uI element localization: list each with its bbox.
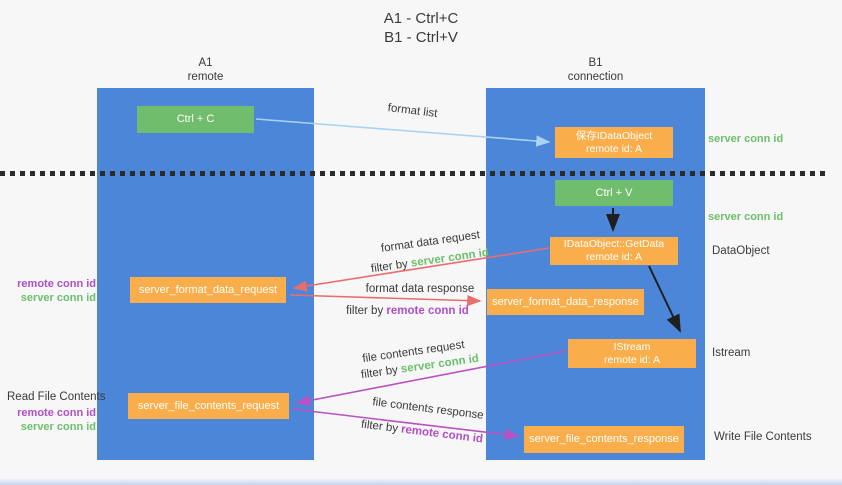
label-filter-by-1: filter by — [370, 257, 412, 276]
label-server-conn-id-left-top: server conn id — [20, 292, 96, 304]
node-ctrl-v: Ctrl + V — [555, 180, 673, 206]
lane-b1-name: B1 — [588, 57, 603, 69]
label-istream: Istream — [712, 347, 751, 359]
label-server-conn-id-left-bottom: server conn id — [20, 421, 96, 433]
node-ctrl-v-label: Ctrl + V — [595, 186, 633, 199]
node-idataobject-getdata-line2: remote id: A — [585, 251, 643, 263]
node-server-file-contents-response: server_file_contents_response — [524, 426, 684, 453]
lane-header-a1: A1 remote — [97, 57, 314, 84]
label-remote-conn-id-filter-1: remote conn id — [386, 305, 469, 317]
node-idataobject-getdata: IDataObject::GetData remote id: A — [550, 237, 678, 265]
label-file-contents-response-filter: filter by remote conn id — [352, 418, 492, 447]
label-write-file-contents: Write File Contents — [714, 431, 812, 443]
node-server-file-contents-request-label: server_file_contents_request — [137, 399, 280, 412]
label-filter-by-2: filter by — [346, 305, 387, 317]
node-istream: IStream remote id: A — [568, 339, 696, 368]
network-boundary-dotted-line — [0, 171, 830, 176]
label-group-conn-ids-bottom: remote conn id server conn id — [0, 406, 96, 434]
node-server-file-contents-request: server_file_contents_request — [128, 393, 289, 419]
node-server-format-data-response-label: server_format_data_response — [492, 295, 639, 308]
label-filter-by-3: filter by — [360, 363, 402, 382]
node-server-format-data-request: server_format_data_request — [130, 277, 286, 303]
node-server-format-data-response: server_format_data_response — [487, 289, 644, 315]
label-file-contents-response: file contents response — [371, 396, 485, 422]
label-format-data-response: format data response — [365, 283, 475, 295]
label-remote-conn-id-left-bottom: remote conn id — [17, 407, 96, 419]
label-format-list: format list — [387, 102, 438, 120]
label-server-conn-id-right-top: server conn id — [708, 133, 784, 145]
bottom-fade-strip — [0, 478, 842, 485]
node-save-idataobject-line2: remote id: A — [585, 142, 643, 155]
node-idataobject-getdata-line1: IDataObject::GetData — [563, 238, 665, 250]
node-save-idataobject: 保存IDataObject remote id: A — [555, 127, 673, 158]
title-line-1: A1 - Ctrl+C — [383, 10, 459, 27]
label-read-file-contents: Read File Contents — [7, 391, 106, 403]
node-server-format-data-request-label: server_format_data_request — [138, 283, 278, 296]
node-server-file-contents-response-label: server_file_contents_response — [529, 433, 679, 445]
node-ctrl-c-label: Ctrl + C — [176, 113, 215, 125]
title-line-2: B1 - Ctrl+V — [384, 29, 458, 46]
node-ctrl-c: Ctrl + C — [137, 106, 254, 133]
label-filter-by-4: filter by — [360, 418, 402, 436]
label-dataobject: DataObject — [712, 245, 770, 257]
lane-a1-name: A1 — [198, 57, 213, 69]
label-server-conn-id-filter-1: server conn id — [410, 246, 490, 270]
node-save-idataobject-line1: 保存IDataObject — [575, 129, 653, 142]
lane-header-b1: B1 connection — [486, 57, 705, 84]
diagram-title: A1 - Ctrl+C B1 - Ctrl+V — [0, 9, 842, 47]
label-remote-conn-id-filter-2: remote conn id — [400, 423, 484, 446]
lane-b1-role: connection — [567, 70, 624, 83]
arrow-format-data-response — [289, 294, 482, 307]
label-server-conn-id-right-mid: server conn id — [708, 211, 784, 223]
label-group-conn-ids-top: remote conn id server conn id — [0, 277, 96, 305]
label-format-data-response-filter: filter by remote conn id — [340, 305, 475, 317]
label-remote-conn-id-left-top: remote conn id — [17, 278, 96, 290]
lane-a1-role: remote — [187, 70, 224, 83]
node-istream-line2: remote id: A — [603, 353, 661, 366]
node-istream-line1: IStream — [613, 340, 651, 353]
